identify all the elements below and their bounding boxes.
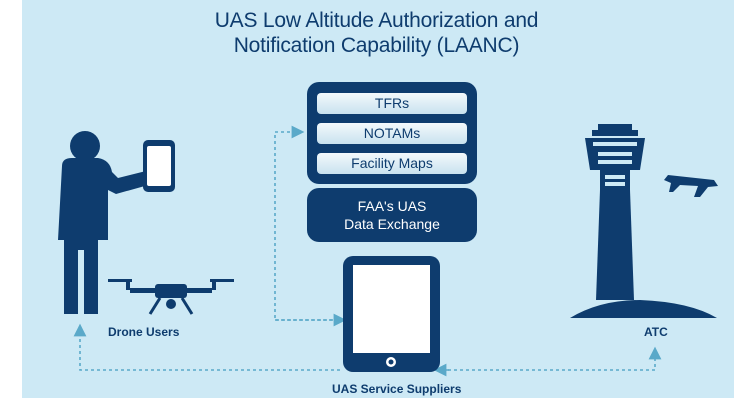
faa-data-exchange-box: FAA's UAS Data Exchange [307,188,477,242]
service-supplier-tablet-icon [343,256,440,372]
exchange-line-2: Data Exchange [344,216,440,232]
handheld-tablet-icon [143,140,175,192]
arrow-to-data-stack [274,125,345,321]
exchange-line-1: FAA's UAS [357,198,427,214]
drone-icon [108,279,234,315]
drone-user-person-icon [58,131,152,314]
diagram-title: UAS Low Altitude Authorization and Notif… [0,8,753,58]
data-sources-panel: TFRs NOTAMs Facility Maps [307,82,477,184]
control-tower-icon [570,124,717,318]
data-source-tfrs: TFRs [317,93,467,114]
data-source-facility-maps: Facility Maps [317,153,467,174]
connector-arrows [73,125,662,377]
label-uas-service-suppliers: UAS Service Suppliers [332,382,462,396]
title-line-2: Notification Capability (LAANC) [233,34,520,57]
label-drone-users: Drone Users [108,325,180,339]
title-line-1: UAS Low Altitude Authorization and [214,9,539,32]
label-atc: ATC [644,325,668,339]
data-source-notams: NOTAMs [317,123,467,144]
airplane-icon [664,175,718,197]
arrow-to-drone-users [73,323,340,371]
arrow-to-atc [448,346,662,371]
